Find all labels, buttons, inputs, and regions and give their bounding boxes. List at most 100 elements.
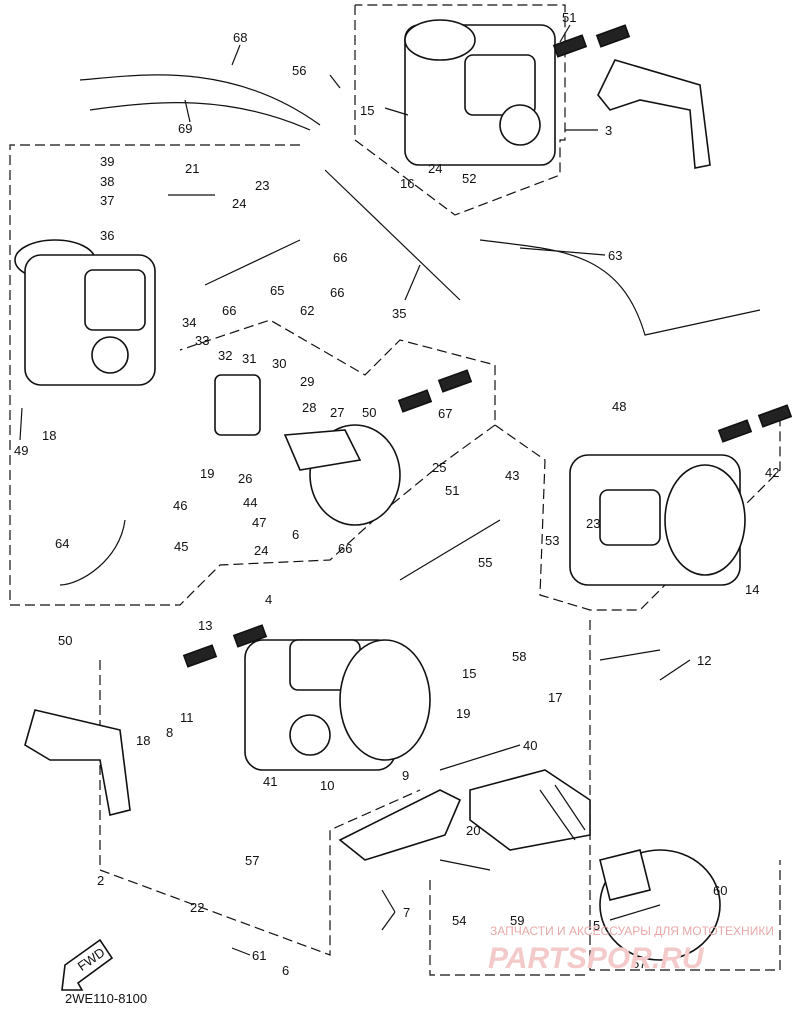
callout: 39 xyxy=(100,154,114,169)
bracket-lower-left xyxy=(24,709,131,816)
rod-64 xyxy=(399,519,501,581)
callout: 18 xyxy=(136,733,150,748)
callout: 9 xyxy=(402,768,409,783)
callout: 62 xyxy=(300,303,314,318)
callout: 31 xyxy=(242,351,256,366)
callout: 13 xyxy=(198,618,212,633)
callout: 67 xyxy=(438,406,452,421)
callout: 25 xyxy=(432,460,446,475)
callout: 66 xyxy=(338,541,352,556)
callout: 57 xyxy=(245,853,259,868)
callout: 5 xyxy=(593,918,600,933)
callout: 24 xyxy=(428,161,442,176)
rod-65 xyxy=(204,239,301,286)
callout: 51 xyxy=(562,10,576,25)
watermark-logo: PARTSPOR.RU xyxy=(488,942,705,975)
callout: 50 xyxy=(362,405,376,420)
callout: 42 xyxy=(765,465,779,480)
callout: 43 xyxy=(505,468,519,483)
callout: 61 xyxy=(252,948,266,963)
diagram-code: 2WE110-8100 xyxy=(65,991,147,1006)
callout: 66 xyxy=(222,303,236,318)
callout: 36 xyxy=(100,228,114,243)
callout-labels: 51 68 56 15 3 69 16 24 52 39 38 21 23 37… xyxy=(14,10,779,978)
callout: 55 xyxy=(478,555,492,570)
callout: 27 xyxy=(330,405,344,420)
callout: 64 xyxy=(55,536,69,551)
callout: 44 xyxy=(243,495,257,510)
callout: 8 xyxy=(166,725,173,740)
callout: 41 xyxy=(263,774,277,789)
pipe-50-mid-b xyxy=(437,369,473,393)
fuel-hose-68 xyxy=(79,74,321,126)
callout: 24 xyxy=(254,543,268,558)
callout: 53 xyxy=(545,533,559,548)
callout: 30 xyxy=(272,356,286,371)
intake-funnel xyxy=(469,769,591,851)
callout: 23 xyxy=(255,178,269,193)
callout: 15 xyxy=(462,666,476,681)
callout: 35 xyxy=(392,306,406,321)
callout: 37 xyxy=(100,193,114,208)
callout: 20 xyxy=(466,823,480,838)
callout: 6 xyxy=(292,527,299,542)
callout: 17 xyxy=(548,690,562,705)
leader-lines xyxy=(19,24,691,956)
callout: 52 xyxy=(462,171,476,186)
callout: 54 xyxy=(452,913,466,928)
fuel-hose-69 xyxy=(89,102,311,131)
plate xyxy=(338,789,462,861)
callout: 47 xyxy=(252,515,266,530)
callout: 15 xyxy=(360,103,374,118)
callout: 69 xyxy=(178,121,192,136)
callout: 38 xyxy=(100,174,114,189)
callout: 60 xyxy=(713,883,727,898)
pipe-50-bottom-b xyxy=(232,624,268,648)
callout: 2 xyxy=(97,873,104,888)
callout: 46 xyxy=(173,498,187,513)
callout: 65 xyxy=(270,283,284,298)
pipe-51-right-b xyxy=(757,404,793,428)
callout: 33 xyxy=(195,333,209,348)
callout: 32 xyxy=(218,348,232,363)
callout: 63 xyxy=(608,248,622,263)
callout: 6 xyxy=(282,963,289,978)
callout: 45 xyxy=(174,539,188,554)
callout: 19 xyxy=(200,466,214,481)
assembly-boundaries xyxy=(9,4,781,976)
carburetor-left xyxy=(14,239,156,386)
callout: 26 xyxy=(238,471,252,486)
bracket-top-right xyxy=(597,59,711,169)
callout: 19 xyxy=(456,706,470,721)
part-shapes xyxy=(14,19,793,991)
callout: 59 xyxy=(510,913,524,928)
callout: 58 xyxy=(512,649,526,664)
callout: 4 xyxy=(265,592,272,607)
callout: 29 xyxy=(300,374,314,389)
watermark-tagline: ЗАПЧАСТИ И АКСЕССУАРЫ ДЛЯ МОТОТЕХНИКИ xyxy=(490,924,774,938)
callout: 11 xyxy=(180,710,194,725)
callout: 21 xyxy=(185,161,199,176)
rod-62 xyxy=(324,169,461,301)
pipe-50-mid xyxy=(397,389,433,413)
callout: 49 xyxy=(14,443,28,458)
callout: 23 xyxy=(586,516,600,531)
callout: 7 xyxy=(403,905,410,920)
callout: 40 xyxy=(523,738,537,753)
callout: 34 xyxy=(182,315,196,330)
callout: 18 xyxy=(42,428,56,443)
callout: 12 xyxy=(697,653,711,668)
callout: 16 xyxy=(400,176,414,191)
carburetor-right xyxy=(569,454,746,586)
throttle-cable-63 xyxy=(479,239,761,336)
pipe-51-top-b xyxy=(595,24,631,48)
callout: 3 xyxy=(605,123,612,138)
callout: 28 xyxy=(302,400,316,415)
fwd-arrow-icon xyxy=(61,938,114,991)
callout: 24 xyxy=(232,196,246,211)
callout: 66 xyxy=(333,250,347,265)
pipe-50-bottom xyxy=(182,644,218,668)
callout: 22 xyxy=(190,900,204,915)
callout: 50 xyxy=(58,633,72,648)
